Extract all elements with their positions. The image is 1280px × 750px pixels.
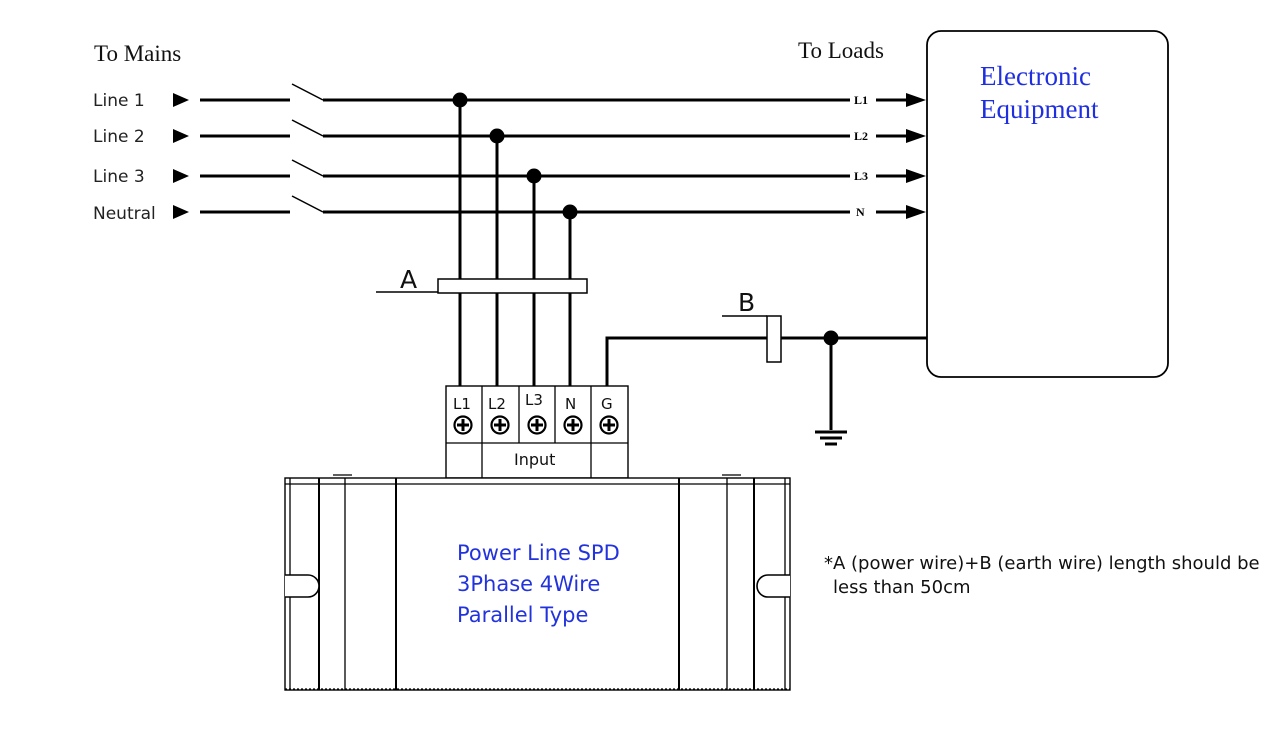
spd-label-line3: Parallel Type bbox=[457, 603, 588, 627]
ground-icon bbox=[815, 430, 847, 446]
output-arrows bbox=[906, 93, 926, 219]
input-label-neutral: Neutral bbox=[93, 204, 156, 224]
terminal-label-l1: L1 bbox=[453, 395, 471, 413]
length-note-line2: less than 50cm bbox=[833, 577, 971, 598]
marker-a-label: A bbox=[400, 265, 417, 294]
arrow-icon bbox=[906, 169, 926, 183]
earth-wire bbox=[605, 336, 927, 430]
output-label-l2: L2 bbox=[854, 129, 868, 143]
terminal-label-l2: L2 bbox=[488, 395, 506, 413]
line-2-wire bbox=[200, 119, 913, 138]
junction-dot bbox=[526, 168, 542, 184]
terminal-screw-icon bbox=[599, 415, 619, 435]
to-mains-title: To Mains bbox=[94, 41, 181, 66]
line-1-wire bbox=[200, 83, 913, 102]
marker-a: A bbox=[376, 265, 588, 294]
terminal-screw-icon bbox=[453, 415, 473, 435]
spd-body: Power Line SPD 3Phase 4Wire Parallel Typ… bbox=[284, 474, 791, 691]
marker-b: B bbox=[722, 288, 782, 363]
junction-dots bbox=[452, 92, 839, 346]
drop-wires bbox=[458, 100, 572, 388]
line-3-wire bbox=[200, 159, 913, 178]
junction-dot bbox=[452, 92, 468, 108]
arrow-icon bbox=[906, 93, 926, 107]
terminal-screw-icon bbox=[563, 415, 583, 435]
terminal-label-l3: L3 bbox=[525, 391, 543, 409]
input-label-line3: Line 3 bbox=[93, 167, 145, 187]
arrow-icon bbox=[173, 93, 189, 107]
spd-label-line1: Power Line SPD bbox=[457, 541, 620, 565]
equipment-label-line1: Electronic bbox=[980, 61, 1091, 91]
equipment-label-line2: Equipment bbox=[980, 94, 1099, 124]
input-label-line2: Line 2 bbox=[93, 127, 145, 147]
marker-b-label: B bbox=[738, 288, 755, 317]
output-label-n: N bbox=[856, 205, 865, 219]
neutral-wire bbox=[200, 195, 913, 214]
input-label-line1: Line 1 bbox=[93, 91, 145, 111]
to-loads-title: To Loads bbox=[798, 38, 884, 63]
terminal-label-g: G bbox=[601, 395, 613, 413]
junction-dot bbox=[489, 128, 505, 144]
arrow-icon bbox=[173, 129, 189, 143]
arrow-icon bbox=[906, 129, 926, 143]
terminal-label-n: N bbox=[565, 395, 576, 413]
terminal-screw-icon bbox=[490, 415, 510, 435]
mounting-slot-left-icon bbox=[285, 574, 320, 598]
junction-dot bbox=[562, 204, 578, 220]
spd-label-line2: 3Phase 4Wire bbox=[457, 572, 600, 596]
input-arrows bbox=[173, 93, 189, 219]
arrow-icon bbox=[906, 205, 926, 219]
arrow-icon bbox=[173, 205, 189, 219]
mounting-slot-right-icon bbox=[756, 574, 790, 598]
arrow-icon bbox=[173, 169, 189, 183]
input-label: Input bbox=[514, 450, 555, 469]
output-label-l1: L1 bbox=[854, 93, 868, 107]
terminal-screw-icon bbox=[527, 415, 547, 435]
terminal-block: L1 L2 L3 N G Input bbox=[445, 385, 629, 479]
electronic-equipment-box: Electronic Equipment bbox=[926, 30, 1169, 378]
output-label-l3: L3 bbox=[854, 169, 868, 183]
length-note-line1: *A (power wire)+B (earth wire) length sh… bbox=[824, 553, 1260, 574]
